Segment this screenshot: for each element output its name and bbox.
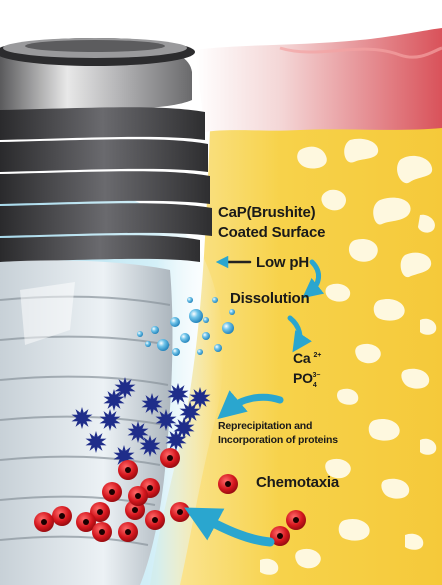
- label-phosphate-ion: PO43−: [293, 370, 320, 389]
- calcium-symbol: Ca: [293, 350, 311, 366]
- arrow-to-ions: [287, 315, 312, 353]
- cell-icon: [145, 510, 165, 530]
- label-coated-line1: CaP(Brushite): [218, 204, 316, 221]
- protein-star-icon: [167, 383, 189, 405]
- protein-star-icon: [103, 389, 125, 411]
- cell-icon: [118, 522, 138, 542]
- cell-icon: [218, 474, 238, 494]
- cell-icon: [128, 486, 148, 506]
- label-reprecipitation-line1: Reprecipitation and: [218, 420, 313, 432]
- protein-star-icon: [139, 435, 161, 457]
- protein-star-icon: [179, 401, 201, 423]
- label-coated-line2: Coated Surface: [218, 224, 326, 241]
- phosphate-subscript: 4: [312, 381, 317, 389]
- cell-group: [34, 448, 306, 546]
- protein-star-icon: [165, 429, 187, 451]
- protein-star-icon: [155, 409, 177, 431]
- arrow-to-dissolution: [302, 259, 325, 299]
- protein-star-icon: [114, 377, 136, 399]
- cell-icon: [90, 502, 110, 522]
- protein-star-icon: [113, 445, 135, 467]
- cell-icon: [286, 510, 306, 530]
- protein-star-icon: [85, 431, 107, 453]
- label-low-ph: Low pH: [256, 254, 309, 271]
- phosphate-symbol: PO: [293, 370, 313, 386]
- protein-star-icon: [71, 407, 93, 429]
- cell-icon: [102, 482, 122, 502]
- cell-icon: [160, 448, 180, 468]
- protein-star-icon: [173, 417, 195, 439]
- label-chemotaxia: Chemotaxia: [256, 474, 340, 491]
- gum-tissue: [195, 28, 442, 132]
- protein-star-icon: [189, 387, 211, 409]
- label-reprecipitation-line2: Incorporation of proteins: [218, 434, 338, 446]
- ion-bubble-group: [137, 297, 235, 356]
- bone-tissue: [150, 125, 442, 585]
- protein-star-icon: [141, 393, 163, 415]
- protein-star-icon: [127, 421, 149, 443]
- cell-icon: [170, 502, 190, 522]
- cell-icon: [270, 526, 290, 546]
- calcium-charge: 2+: [313, 352, 322, 360]
- cell-icon: [118, 460, 138, 480]
- arrow-to-reprecipitation: [217, 390, 284, 420]
- label-dissolution: Dissolution: [230, 290, 310, 307]
- cell-icon: [34, 512, 54, 532]
- protein-star-icon: [99, 409, 121, 431]
- phosphate-charge: 3−: [312, 372, 321, 380]
- cell-icon: [76, 512, 96, 532]
- curved-arrow-group: [184, 255, 325, 547]
- arrow-chemotaxia: [184, 507, 275, 547]
- cell-icon: [52, 506, 72, 526]
- cell-icon: [92, 522, 112, 542]
- protein-star-group: [71, 377, 211, 467]
